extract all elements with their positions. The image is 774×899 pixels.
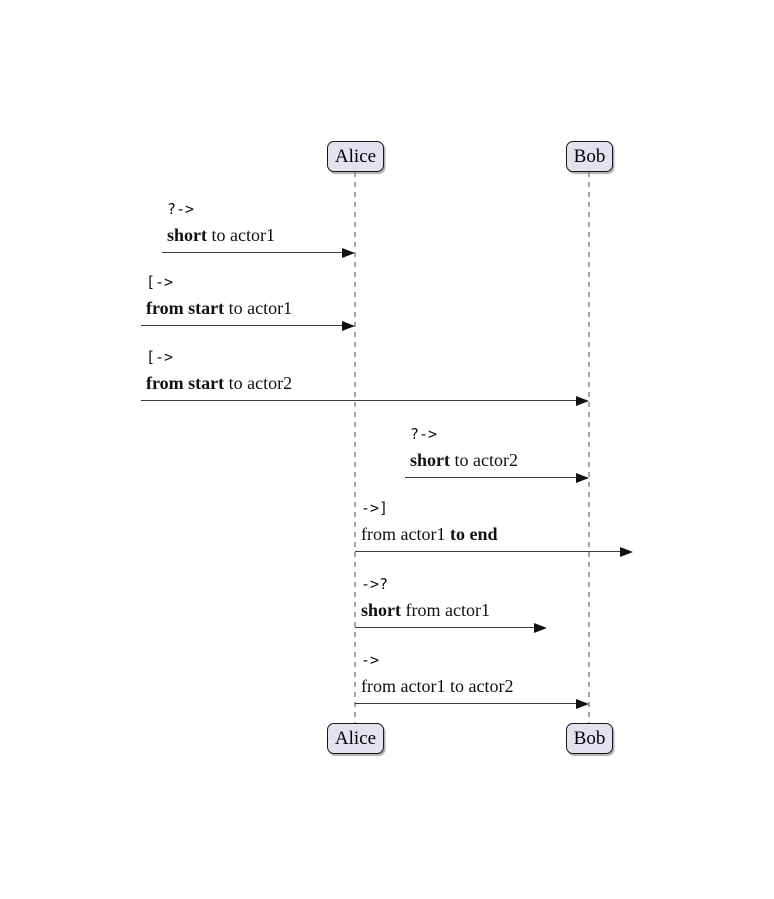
message-1-arrowhead-icon xyxy=(342,247,355,258)
message-7-arrowhead-icon xyxy=(576,698,589,709)
message-2-label: from start to actor1 xyxy=(146,298,293,318)
message-3-code: [-> xyxy=(146,348,174,366)
message-5-label: from actor1 to end xyxy=(361,524,498,544)
message-2-code: [-> xyxy=(146,273,174,291)
lifeline-alice xyxy=(354,172,356,723)
message-3-label: from start to actor2 xyxy=(146,373,293,393)
message-2-arrowhead-icon xyxy=(342,320,355,331)
message-5-code: ->] xyxy=(361,499,389,517)
message-4-arrow-line xyxy=(405,477,586,479)
message-6-label: short from actor1 xyxy=(361,600,490,620)
actor-name-alice: Alice xyxy=(334,146,377,167)
actor-name-bob: Bob xyxy=(573,146,606,167)
message-7-label: from actor1 to actor2 xyxy=(361,676,514,696)
lifeline-bob xyxy=(588,172,590,723)
message-4-code: ?-> xyxy=(410,425,438,443)
actor-box-bob-bottom: Bob xyxy=(566,723,613,754)
message-6-arrowhead-icon xyxy=(534,622,547,633)
message-1-arrow-line xyxy=(162,252,352,254)
actor-name-bob: Bob xyxy=(573,728,606,749)
message-6-code: ->? xyxy=(361,575,389,593)
actor-box-alice-bottom: Alice xyxy=(327,723,384,754)
message-7-arrow-line xyxy=(355,703,586,705)
message-5-arrow-line xyxy=(355,551,630,553)
message-4-label: short to actor2 xyxy=(410,450,518,470)
message-4-arrowhead-icon xyxy=(576,472,589,483)
actor-box-alice-top: Alice xyxy=(327,141,384,172)
message-5-arrowhead-icon xyxy=(620,546,633,557)
message-3-arrowhead-icon xyxy=(576,395,589,406)
message-1-label: short to actor1 xyxy=(167,225,275,245)
actor-name-alice: Alice xyxy=(334,728,377,749)
message-6-arrow-line xyxy=(355,627,544,629)
message-7-code: -> xyxy=(361,651,380,669)
message-3-arrow-line xyxy=(141,400,586,402)
actor-box-bob-top: Bob xyxy=(566,141,613,172)
message-2-arrow-line xyxy=(141,325,352,327)
message-1-code: ?-> xyxy=(167,200,195,218)
